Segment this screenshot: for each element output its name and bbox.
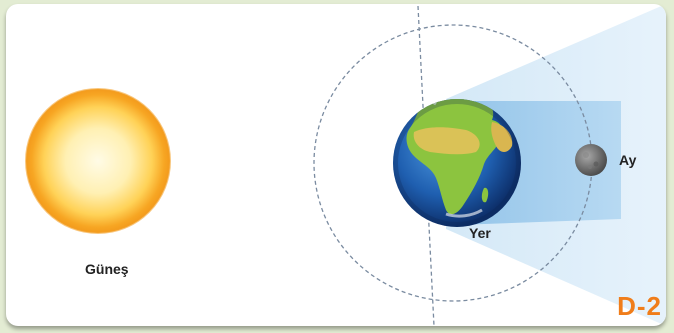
moon-label: Ay <box>619 152 637 168</box>
diagram-card: Güneş Yer Ay D-2 <box>6 4 666 326</box>
sun-icon <box>25 88 171 234</box>
moon-icon <box>575 144 607 176</box>
sun-label: Güneş <box>85 261 129 277</box>
figure-code: D-2 <box>617 291 662 321</box>
earth-axis <box>417 5 435 326</box>
earth-icon <box>393 99 521 227</box>
eclipse-diagram <box>25 4 666 326</box>
earth-label: Yer <box>469 225 491 241</box>
